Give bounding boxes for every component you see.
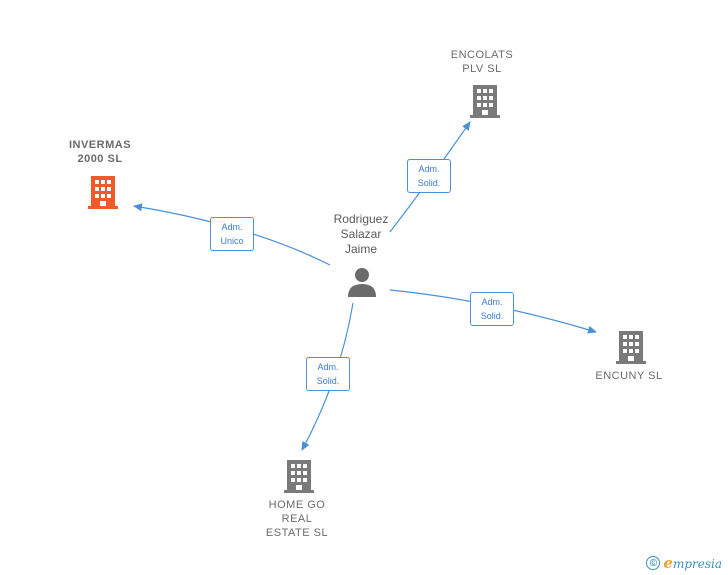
company-label-homego: HOME GO REAL ESTATE SL xyxy=(247,498,347,540)
building-icon[interactable] xyxy=(614,329,648,365)
edge-label-line: Solid. xyxy=(417,178,441,188)
edge-label-line: Adm. xyxy=(418,164,440,174)
edge-label-line: Unico xyxy=(220,236,244,246)
company-label-invermas: INVERMAS 2000 SL xyxy=(50,138,150,166)
edge-label-line: Solid. xyxy=(316,376,340,386)
edge-label-invermas[interactable]: Adm. Unico xyxy=(210,217,254,251)
company-name-line: 2000 SL xyxy=(77,153,123,165)
brand-rest: mpresia xyxy=(672,557,722,571)
person-name: Rodriguez Salazar Jaime xyxy=(320,212,402,257)
brand-wordmark: empresia xyxy=(663,554,722,572)
company-name-line: PLV SL xyxy=(462,63,502,75)
edge-label-encolats[interactable]: Adm. Solid. xyxy=(407,159,451,193)
copyright-icon: © xyxy=(646,556,661,570)
person-name-line: Jaime xyxy=(344,242,377,256)
company-name-line: INVERMAS xyxy=(68,139,132,151)
company-name-line: ENCUNY SL xyxy=(595,370,663,382)
building-icon[interactable] xyxy=(282,458,316,494)
edge-label-line: Solid. xyxy=(480,311,504,321)
person-name-line: Salazar xyxy=(340,227,382,241)
brand-initial: e xyxy=(663,554,673,572)
edge-label-line: Adm. xyxy=(221,222,243,232)
person-name-line: Rodriguez xyxy=(333,212,389,226)
building-icon[interactable] xyxy=(86,174,120,210)
company-name-line: ENCOLATS xyxy=(450,49,514,61)
edge-label-encuny[interactable]: Adm. Solid. xyxy=(470,292,514,326)
company-label-encolats: ENCOLATS PLV SL xyxy=(432,48,532,76)
edge-label-line: Adm. xyxy=(481,297,503,307)
company-label-encuny: ENCUNY SL xyxy=(579,369,679,383)
company-name-line: ESTATE SL xyxy=(265,527,329,539)
edge-label-line: Adm. xyxy=(317,362,339,372)
edge-label-homego[interactable]: Adm. Solid. xyxy=(306,357,350,391)
person-icon[interactable] xyxy=(347,266,377,298)
company-name-line: HOME GO xyxy=(268,499,326,511)
building-icon[interactable] xyxy=(468,83,502,119)
empresia-logo[interactable]: © empresia xyxy=(646,554,722,572)
company-name-line: REAL xyxy=(281,513,313,525)
